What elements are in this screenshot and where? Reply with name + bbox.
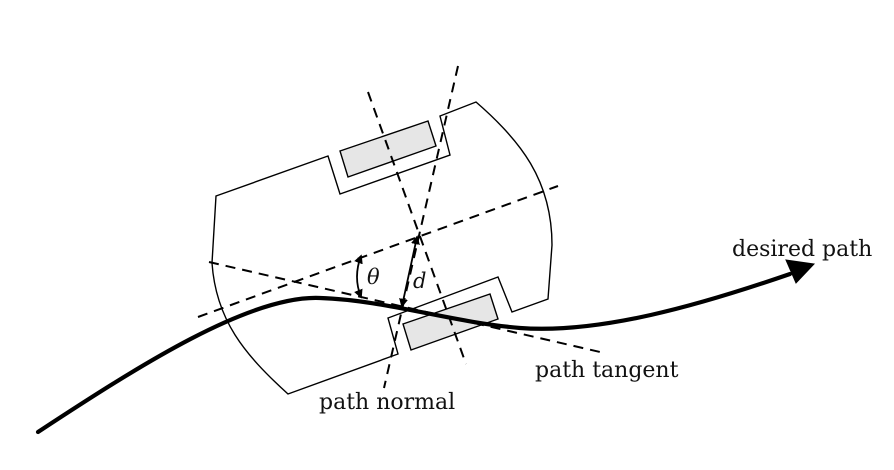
theta-label: θ <box>367 265 380 289</box>
theta-arc <box>354 254 363 299</box>
path-normal-line <box>383 65 459 389</box>
desired-path-curve <box>35 271 793 435</box>
d-distance-arrow <box>399 235 420 308</box>
desired-path-label: desired path <box>732 237 872 262</box>
path-normal-label: path normal <box>319 390 455 415</box>
d-label: d <box>413 269 426 293</box>
path-tangent-label: path tangent <box>535 358 679 383</box>
desired-path-arrowhead <box>785 259 816 284</box>
robot-heading-line <box>197 185 559 318</box>
